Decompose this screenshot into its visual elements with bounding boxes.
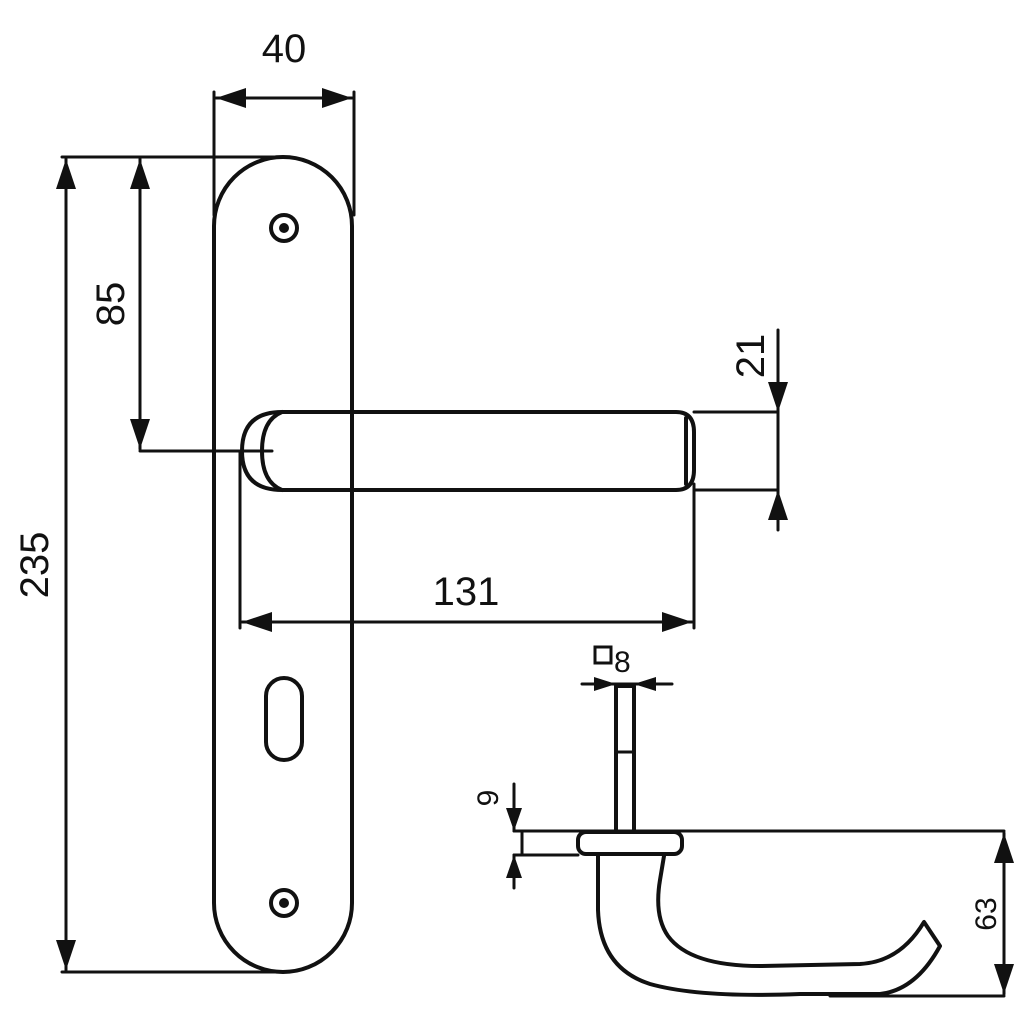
dimension-spindle-square: 8 — [580, 645, 674, 691]
dimension-lever-projection: 63 — [970, 831, 1014, 996]
back-plate — [212, 155, 354, 974]
dimension-lever-projection-label: 63 — [970, 897, 1003, 930]
square-symbol-icon — [593, 645, 613, 665]
dimension-rose-thickness: 9 — [472, 782, 522, 890]
top-screw-hole — [269, 213, 299, 243]
dimension-lever-offset: 85 — [89, 157, 274, 453]
dimension-width: 40 — [212, 27, 356, 217]
dimension-lever-length-label: 131 — [433, 570, 500, 614]
side-view — [512, 684, 1006, 998]
spindle — [614, 684, 636, 834]
dimension-spindle-square-label: 8 — [614, 646, 631, 679]
dimension-height: 235 — [13, 155, 288, 974]
rose-plate — [576, 830, 684, 856]
dimension-lever-length: 131 — [238, 449, 696, 632]
lever-side-profile — [596, 854, 942, 997]
bottom-screw-hole — [269, 888, 299, 918]
dimension-height-label: 235 — [13, 532, 57, 599]
dimension-lever-thickness-label: 21 — [729, 334, 773, 379]
dimension-rose-thickness-label: 9 — [472, 790, 505, 807]
dimension-width-label: 40 — [262, 27, 307, 71]
dimension-lever-thickness: 21 — [729, 328, 788, 532]
lever-front — [240, 410, 780, 492]
dimension-lever-offset-label: 85 — [89, 282, 133, 327]
keyhole-slot — [264, 676, 304, 762]
